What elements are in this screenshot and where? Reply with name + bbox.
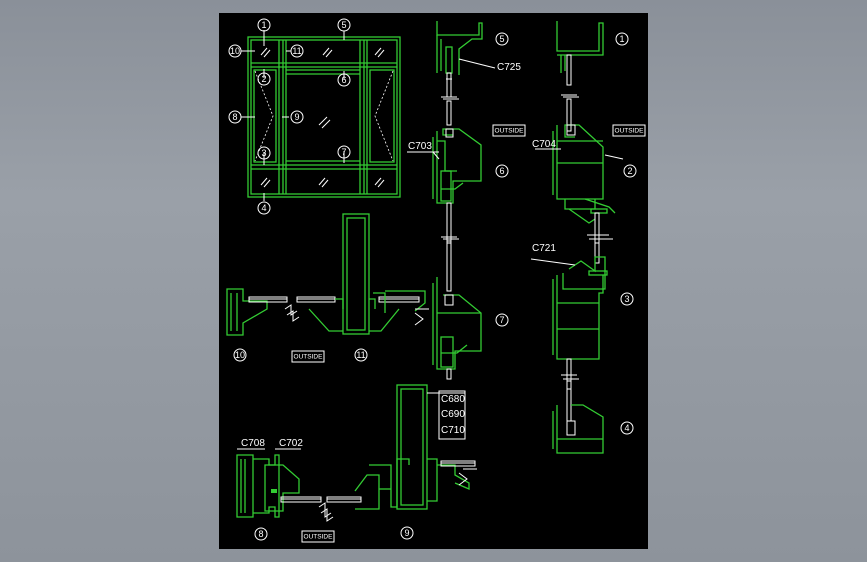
svg-text:OUTSIDE: OUTSIDE [294,354,324,361]
label-c690: C690 [441,409,465,420]
svg-text:5: 5 [341,20,346,30]
svg-text:8: 8 [232,112,237,122]
callout-2-section[interactable]: 2 [623,164,637,178]
section-5-6-7 [407,21,496,380]
callout-11-section[interactable]: 11 [354,348,368,362]
callout-4-elevation[interactable]: 4 [257,201,271,215]
label-c725: C725 [497,62,521,73]
svg-text:11: 11 [356,350,365,360]
callout-9-elevation[interactable]: 9 [290,110,304,124]
section-10-11 [226,213,429,336]
svg-text:8: 8 [258,529,263,539]
outside-tag-right: OUTSIDE [612,124,646,137]
svg-text:1: 1 [261,20,266,30]
callout-8-section[interactable]: 8 [254,527,268,541]
callout-3-elevation[interactable]: 3 [257,146,271,160]
svg-text:10: 10 [235,350,245,360]
label-c703: C703 [408,141,432,152]
svg-text:7: 7 [341,147,346,157]
outside-tag-section-8-9: OUTSIDE [301,530,335,543]
callout-9-section[interactable]: 9 [400,526,414,540]
label-c704: C704 [532,139,556,150]
callout-3-section[interactable]: 3 [620,292,634,306]
label-c680: C680 [441,394,465,405]
svg-text:6: 6 [341,75,346,85]
outside-tag-section-10-11: OUTSIDE [291,350,325,363]
callout-11-elevation[interactable]: 11 [290,44,304,58]
svg-text:OUTSIDE: OUTSIDE [304,534,334,541]
svg-text:5: 5 [499,34,504,44]
label-c721: C721 [532,243,556,254]
callout-10-elevation[interactable]: 10 [228,44,242,58]
profile-label-box [438,390,466,440]
callout-7-elevation[interactable]: 7 [337,145,351,159]
cad-drawing: 1 5 10 11 2 6 8 9 3 7 4 5 6 7 1 2 3 [226,18,646,543]
label-c710: C710 [441,425,465,436]
svg-text:6: 6 [499,166,504,176]
outside-tag-center: OUTSIDE [492,124,526,137]
callout-6-elevation[interactable]: 6 [337,73,351,87]
callout-2-elevation[interactable]: 2 [257,72,271,86]
svg-text:3: 3 [624,294,629,304]
svg-text:2: 2 [261,74,266,84]
svg-text:11: 11 [292,46,301,56]
section-1-2-3-4 [530,21,624,454]
callout-6-section[interactable]: 6 [495,164,509,178]
window-elevation [241,30,401,201]
cad-viewport[interactable]: 1 5 10 11 2 6 8 9 3 7 4 5 6 7 1 2 3 [219,13,648,549]
callout-5-elevation[interactable]: 5 [337,18,351,32]
svg-text:1: 1 [619,34,624,44]
svg-text:9: 9 [294,112,299,122]
callout-7-section[interactable]: 7 [495,313,509,327]
svg-text:OUTSIDE: OUTSIDE [615,128,645,135]
svg-text:3: 3 [261,148,266,158]
callout-1-elevation[interactable]: 1 [257,18,271,32]
svg-text:2: 2 [627,166,632,176]
callout-4-section[interactable]: 4 [620,421,634,435]
callout-5-section[interactable]: 5 [495,32,509,46]
svg-text:7: 7 [499,315,504,325]
callout-10-section[interactable]: 10 [233,348,247,362]
svg-text:10: 10 [230,46,240,56]
svg-text:4: 4 [624,423,629,433]
svg-text:4: 4 [261,203,266,213]
callout-1-section[interactable]: 1 [615,32,629,46]
label-c708: C708 [241,438,265,449]
section-8-9 [236,384,477,522]
svg-text:9: 9 [404,528,409,538]
svg-text:OUTSIDE: OUTSIDE [495,128,525,135]
label-c702: C702 [279,438,303,449]
callout-8-elevation[interactable]: 8 [228,110,242,124]
